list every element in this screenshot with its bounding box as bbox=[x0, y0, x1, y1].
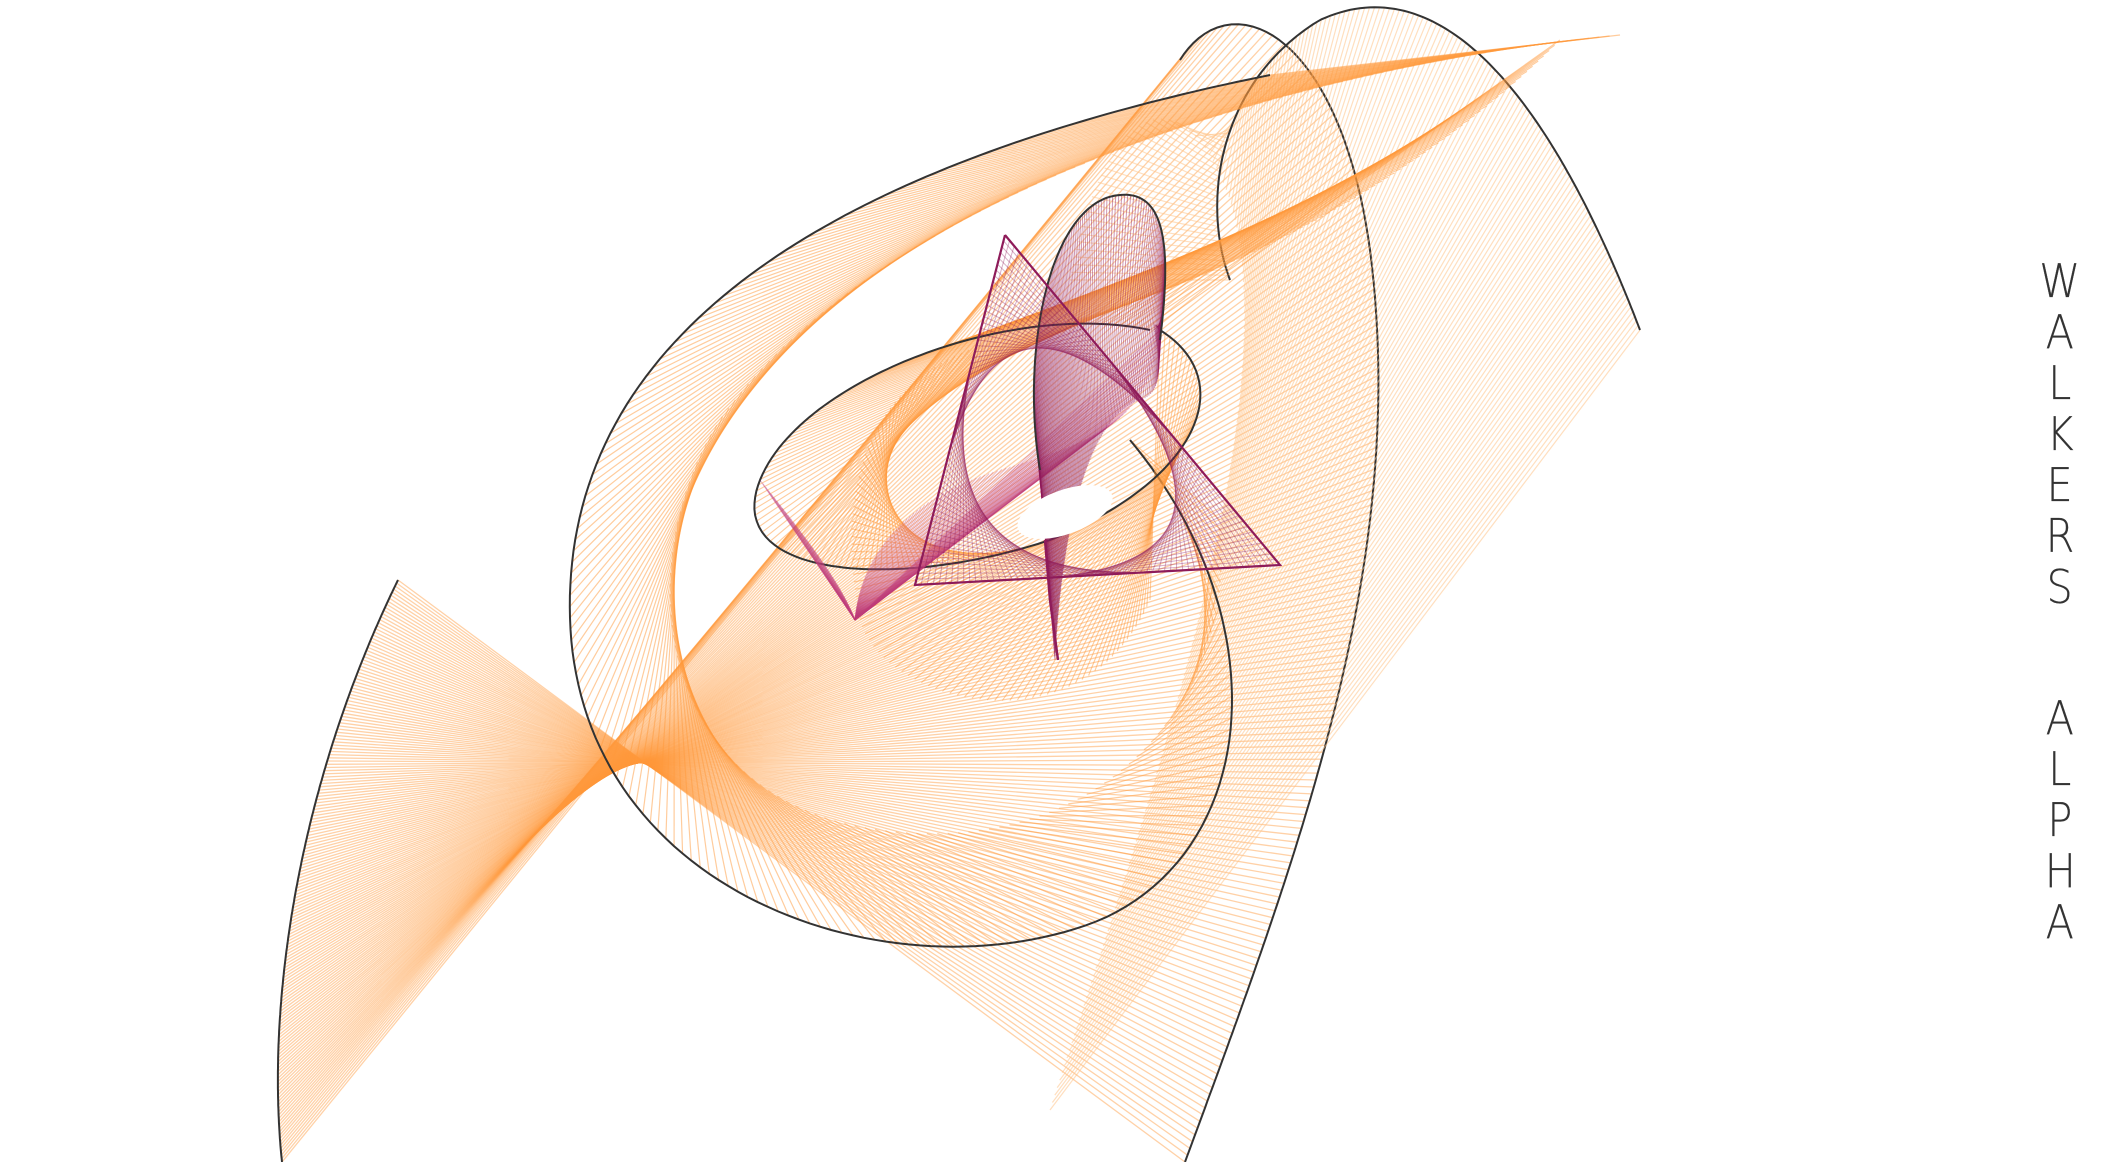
walker-magenta-triangle-edge bbox=[913, 234, 1283, 587]
walker-inner-spiral bbox=[754, 39, 1561, 701]
title-letter-r: R bbox=[2045, 509, 2075, 563]
walker-eye-highlight bbox=[1017, 485, 1113, 539]
walker-outer-sweep-edge-a bbox=[276, 579, 399, 1162]
walker-eye-loop-edge-a bbox=[568, 74, 1271, 948]
title-letter-h: H bbox=[2044, 844, 2076, 898]
walker-eye-loop bbox=[569, 34, 1621, 948]
walker-magenta-leaf-edge-a bbox=[1032, 193, 1167, 471]
walker-needle bbox=[1043, 539, 1060, 661]
walker-outer-sweep-edge-b bbox=[1179, 23, 1380, 1162]
title-letter-w: W bbox=[2039, 254, 2081, 308]
walker-inner-spiral-edge-a bbox=[753, 322, 1202, 571]
title-letter-a: A bbox=[2045, 691, 2075, 745]
title-letter-k: K bbox=[2046, 407, 2074, 461]
title-letter-e: E bbox=[2046, 458, 2074, 512]
walker-right-arc-edge-b bbox=[1216, 6, 1641, 331]
title-letter-l: L bbox=[2048, 742, 2072, 796]
title-letter-p: P bbox=[2047, 793, 2073, 847]
title-letter-a: A bbox=[2045, 895, 2075, 949]
walker-magenta-leaf bbox=[1033, 194, 1166, 661]
title-letter-s: S bbox=[2046, 560, 2074, 614]
title-letter-a: A bbox=[2045, 305, 2075, 359]
title-letter-l: L bbox=[2048, 356, 2072, 410]
